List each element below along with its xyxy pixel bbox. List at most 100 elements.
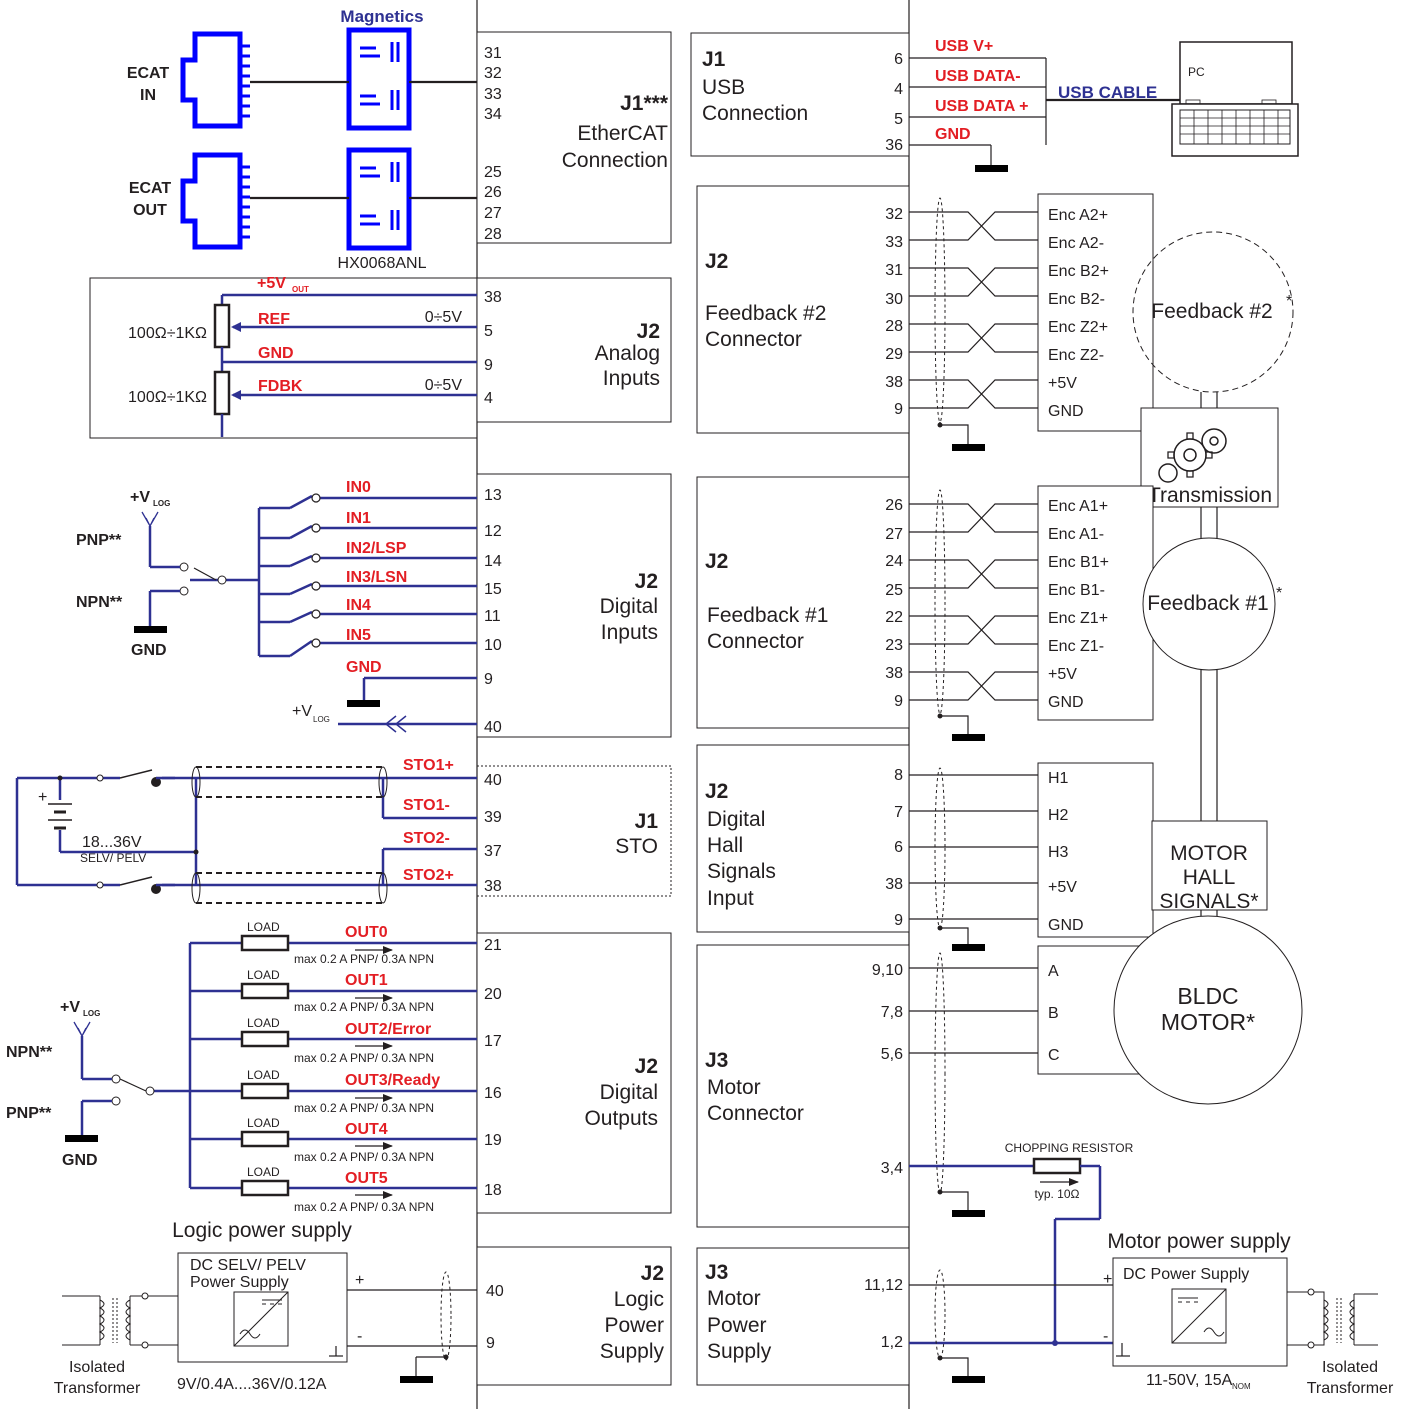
svg-text:0÷5V: 0÷5V: [425, 309, 463, 326]
svg-text:OUT0: OUT0: [345, 924, 388, 941]
svg-text:26: 26: [885, 497, 903, 514]
svg-text:+5V: +5V: [1048, 375, 1077, 392]
svg-text:100Ω÷1KΩ: 100Ω÷1KΩ: [128, 325, 207, 342]
svg-text:28: 28: [885, 318, 903, 335]
svg-text:Outputs: Outputs: [584, 1107, 658, 1130]
svg-text:HALL: HALL: [1183, 866, 1236, 889]
logic-supply-title: J2: [641, 1262, 664, 1285]
svg-text:OUT: OUT: [133, 202, 167, 219]
motor-supply-section: J3 Motor Power Supply 11,12 1,2 Motor po…: [696, 1230, 1394, 1397]
svg-text:OUT5: OUT5: [345, 1170, 388, 1187]
svg-text:24: 24: [885, 553, 903, 570]
gears-icon: [1158, 428, 1227, 483]
svg-text:18...36V: 18...36V: [82, 834, 142, 851]
svg-text:32: 32: [885, 206, 903, 223]
svg-text:+V: +V: [60, 999, 80, 1016]
svg-text:*: *: [1286, 293, 1292, 310]
usb-title: J1: [702, 48, 726, 71]
svg-text:Enc Z2-: Enc Z2-: [1048, 347, 1104, 364]
svg-text:Transformer: Transformer: [1307, 1380, 1394, 1397]
svg-text:IN5: IN5: [346, 627, 371, 644]
svg-text:LOAD: LOAD: [247, 920, 280, 934]
svg-text:OUT4: OUT4: [345, 1121, 388, 1138]
svg-text:25: 25: [484, 164, 502, 181]
hall-connector-box: [696, 744, 910, 933]
svg-text:STO1+: STO1+: [403, 757, 454, 774]
svg-text:5,6: 5,6: [881, 1046, 903, 1063]
analog-connector-box: [476, 277, 672, 423]
hall-title: J2: [705, 780, 728, 803]
svg-text:LOG: LOG: [83, 1009, 100, 1018]
svg-text:37: 37: [484, 843, 502, 860]
svg-text:9: 9: [894, 912, 903, 929]
svg-text:Isolated: Isolated: [1322, 1359, 1378, 1376]
svg-text:+: +: [1103, 1271, 1112, 1288]
svg-text:LOAD: LOAD: [247, 1068, 280, 1082]
svg-text:7,8: 7,8: [881, 1004, 903, 1021]
digital-inputs-box: [476, 473, 672, 738]
svg-text:6: 6: [894, 51, 903, 68]
svg-text:IN1: IN1: [346, 510, 371, 527]
svg-text:38: 38: [484, 289, 502, 306]
svg-text:Motor: Motor: [707, 1076, 761, 1099]
svg-text:EtherCAT: EtherCAT: [577, 122, 668, 145]
svg-text:max 0.2 A PNP/ 0.3A NPN: max 0.2 A PNP/ 0.3A NPN: [294, 952, 434, 966]
magnetics-in-icon: [346, 27, 412, 131]
svg-text:-: -: [1103, 1328, 1108, 1345]
svg-text:LOAD: LOAD: [247, 1116, 280, 1130]
svg-text:H1: H1: [1048, 770, 1069, 787]
svg-text:Signals: Signals: [707, 860, 776, 883]
svg-text:NPN**: NPN**: [76, 594, 123, 611]
svg-text:19: 19: [484, 1132, 502, 1149]
svg-text:PNP**: PNP**: [6, 1105, 52, 1122]
ethercat-section: Magnetics ECAT IN ECAT OUT: [127, 7, 672, 272]
svg-text:36: 36: [885, 137, 903, 154]
svg-text:26: 26: [484, 184, 502, 201]
svg-text:14: 14: [484, 553, 502, 570]
svg-text:STO: STO: [615, 835, 658, 858]
svg-text:Enc B2+: Enc B2+: [1048, 263, 1109, 280]
motor-section: J3 Motor Connector 9,10 7,8 5,6 3,4 A B …: [696, 915, 1303, 1346]
output-rows: LOAD LOAD LOAD LOAD LOAD LOAD OUT0 OUT1 …: [190, 920, 477, 1214]
svg-text:40: 40: [486, 1283, 504, 1300]
svg-text:11-50V, 15A: 11-50V, 15A: [1146, 1372, 1233, 1389]
svg-text:Power Supply: Power Supply: [190, 1274, 289, 1291]
svg-text:40: 40: [484, 772, 502, 789]
svg-text:Feedback #1: Feedback #1: [707, 604, 828, 627]
svg-text:Enc A1+: Enc A1+: [1048, 498, 1108, 515]
ethercat-title: J1***: [620, 92, 669, 115]
svg-text:1,2: 1,2: [881, 1334, 903, 1351]
svg-text:9: 9: [484, 671, 493, 688]
svg-text:GND: GND: [131, 642, 167, 659]
svg-text:Digital: Digital: [707, 808, 765, 831]
svg-text:GND: GND: [935, 126, 971, 143]
ethercat-connector-box: [476, 31, 672, 244]
sto-title: J1: [635, 810, 659, 833]
svg-text:IN0: IN0: [346, 479, 371, 496]
psu-dc-ac-icon: [1171, 1288, 1227, 1344]
svg-text:Supply: Supply: [600, 1340, 665, 1363]
svg-text:9: 9: [484, 357, 493, 374]
svg-text:Enc B1-: Enc B1-: [1048, 582, 1105, 599]
svg-text:27: 27: [484, 205, 502, 222]
logic-supply-box: [476, 1246, 672, 1386]
svg-text:9: 9: [894, 693, 903, 710]
feedback2-title: J2: [705, 250, 728, 273]
svg-text:Connection: Connection: [702, 102, 808, 125]
svg-text:OUT1: OUT1: [345, 972, 388, 989]
svg-text:4: 4: [484, 390, 493, 407]
digital-outputs-title: J2: [635, 1055, 658, 1078]
svg-text:15: 15: [484, 581, 502, 598]
transformer-part-label: HX0068ANL: [338, 255, 427, 272]
svg-text:33: 33: [885, 234, 903, 251]
svg-text:34: 34: [484, 106, 502, 123]
motor-supply-title: J3: [705, 1261, 728, 1284]
svg-text:DC SELV/ PELV: DC SELV/ PELV: [190, 1257, 306, 1274]
psu-dc-ac-icon: [233, 1291, 289, 1347]
usb-cable-label: USB CABLE: [1058, 83, 1157, 102]
motor-supply-heading: Motor power supply: [1107, 1230, 1291, 1253]
svg-text:Power: Power: [707, 1314, 767, 1337]
digital-outputs-section: 21 20 17 16 19 18 J2 Digital Outputs LOA…: [6, 920, 672, 1214]
motor-device: BLDC: [1177, 983, 1238, 1009]
